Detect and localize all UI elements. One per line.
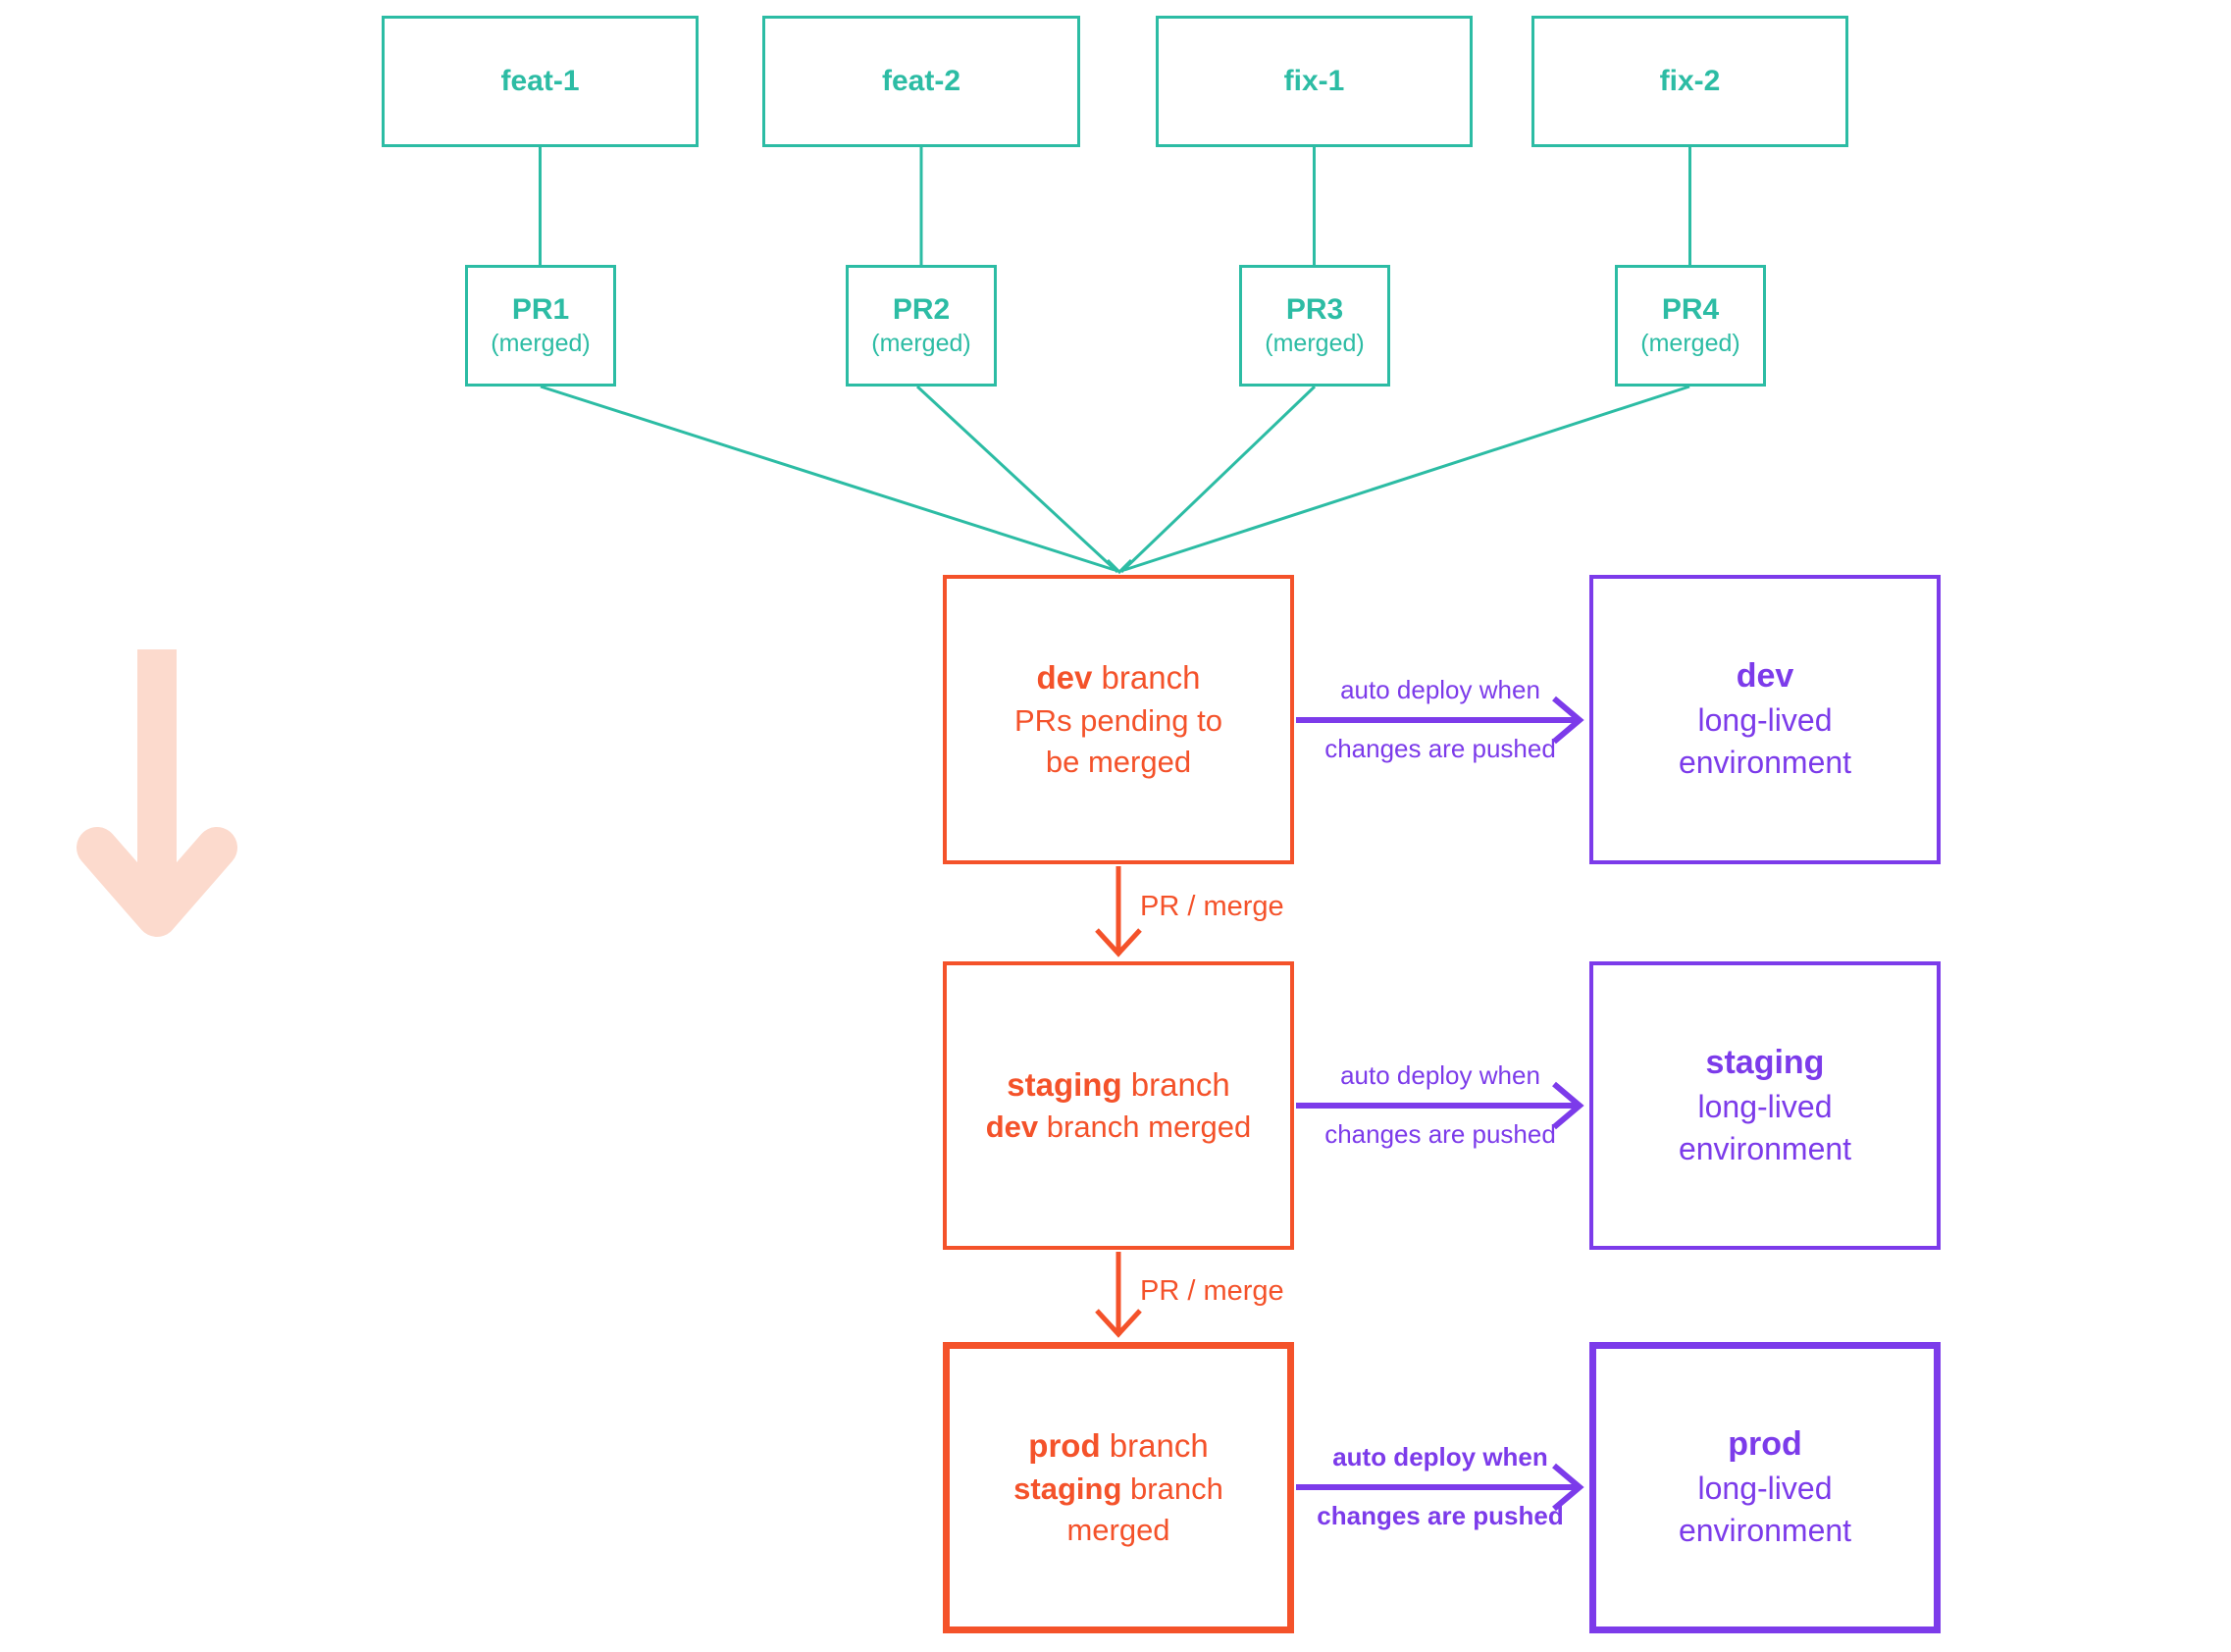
deploy-label-prod-line1: auto deploy when — [1332, 1442, 1548, 1471]
pr-status: (merged) — [871, 329, 971, 357]
feature-branch-label: fix-1 — [1283, 65, 1345, 97]
deploy-arrow-staging — [1296, 1081, 1584, 1130]
merge-arrow-dev-to-staging — [1095, 866, 1142, 957]
feature-branch-box-fix-2: fix-2 — [1531, 16, 1848, 147]
deploy-arrow-dev — [1296, 696, 1584, 745]
prod-environment-box: prod long-lived environment — [1589, 1342, 1941, 1633]
staging-environment-box: staging long-lived environment — [1589, 961, 1941, 1250]
feature-branch-box-feat-2: feat-2 — [762, 16, 1080, 147]
staging-environment-desc: long-lived environment — [1678, 1088, 1852, 1166]
pr-to-dev-branch-connectors — [540, 385, 1690, 575]
pr-box-2: PR2 (merged) — [846, 265, 997, 387]
flow-direction-arrow — [77, 649, 237, 937]
staging-branch-subtitle: dev branch merged — [985, 1110, 1252, 1145]
feature-branch-label: feat-1 — [500, 65, 580, 97]
pr-status: (merged) — [491, 329, 591, 357]
feature-to-pr-connectors — [539, 147, 1691, 267]
dev-branch-title: dev branch — [1036, 659, 1201, 697]
deploy-label-dev-line1: auto deploy when — [1340, 675, 1540, 704]
prod-branch-title: prod branch — [1028, 1427, 1209, 1465]
arrowhead-into-dev-branch — [1106, 558, 1133, 575]
pr-status: (merged) — [1640, 329, 1740, 357]
pr-status: (merged) — [1265, 329, 1365, 357]
merge-arrow-staging-to-prod — [1095, 1252, 1142, 1338]
dev-branch-subtitle: PRs pending to be merged — [1014, 702, 1222, 779]
prod-branch-subtitle: staging branch merged — [1013, 1471, 1223, 1547]
pr-box-1: PR1 (merged) — [465, 265, 616, 387]
feature-branch-box-fix-1: fix-1 — [1156, 16, 1473, 147]
pr-label: PR1 — [511, 292, 570, 326]
dev-environment-desc: long-lived environment — [1678, 702, 1852, 781]
dev-environment-box: dev long-lived environment — [1589, 575, 1941, 864]
pr-box-3: PR3 (merged) — [1239, 265, 1390, 387]
deploy-label-prod-line2: changes are pushed — [1317, 1501, 1564, 1530]
deploy-label-dev-line2: changes are pushed — [1324, 734, 1556, 763]
pr-label: PR4 — [1661, 292, 1720, 326]
prod-environment-desc: long-lived environment — [1678, 1471, 1852, 1549]
prod-branch-box: prod branch staging branch merged — [943, 1342, 1294, 1633]
feature-branch-label: feat-2 — [881, 65, 961, 97]
pr-box-4: PR4 (merged) — [1615, 265, 1766, 387]
prod-environment-name: prod — [1728, 1425, 1802, 1464]
dev-environment-name: dev — [1736, 657, 1794, 696]
deploy-arrow-prod — [1296, 1463, 1584, 1512]
pr-label: PR2 — [892, 292, 951, 326]
staging-branch-box: staging branch dev branch merged — [943, 961, 1294, 1250]
merge-label-dev-to-staging: PR / merge — [1140, 891, 1284, 922]
feature-branch-label: fix-2 — [1659, 65, 1721, 97]
staging-environment-name: staging — [1705, 1043, 1825, 1081]
merge-label-staging-to-prod: PR / merge — [1140, 1275, 1284, 1307]
feature-branch-box-feat-1: feat-1 — [382, 16, 699, 147]
pr-label: PR3 — [1285, 292, 1344, 326]
deploy-label-staging-line2: changes are pushed — [1324, 1119, 1556, 1149]
dev-branch-box: dev branch PRs pending to be merged — [943, 575, 1294, 864]
deploy-label-staging-line1: auto deploy when — [1340, 1060, 1540, 1090]
staging-branch-title: staging branch — [1007, 1065, 1230, 1103]
